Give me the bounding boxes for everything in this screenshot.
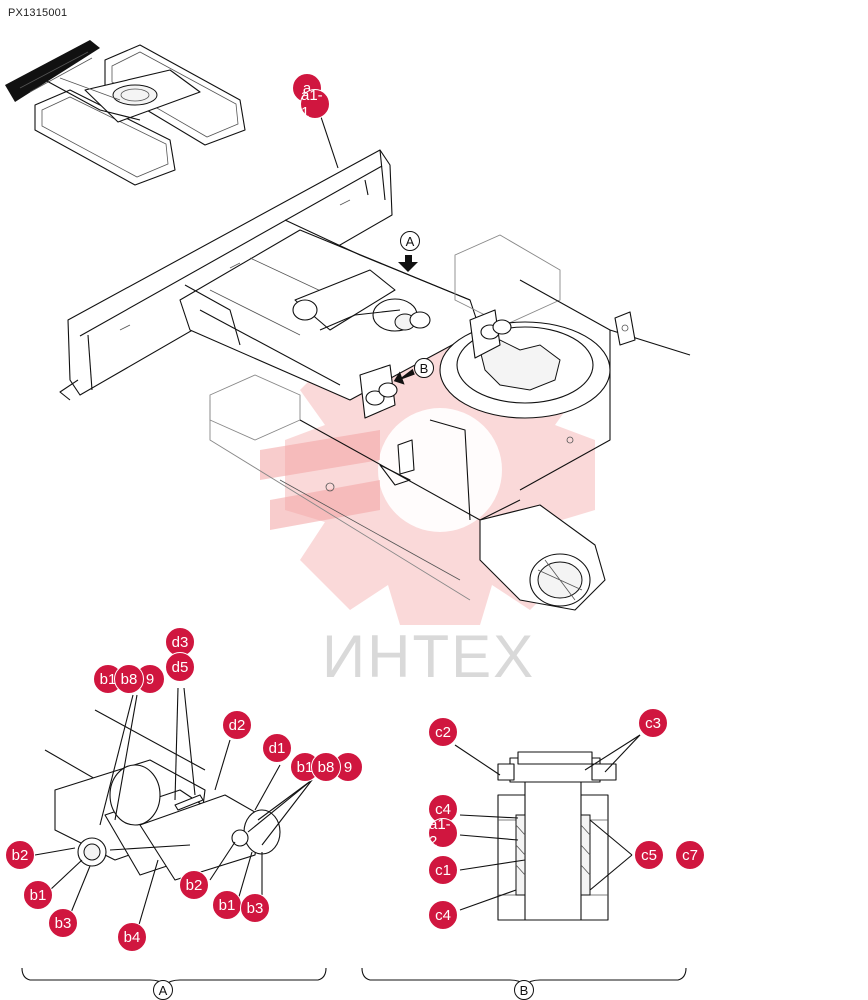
callout-c5[interactable]: c5 xyxy=(634,840,664,870)
callout-d1[interactable]: d1 xyxy=(262,733,292,763)
callout-b1-left[interactable]: b1 xyxy=(23,880,53,910)
callout-b4[interactable]: b4 xyxy=(117,922,147,952)
part-id-label: PX1315001 xyxy=(8,7,68,19)
blade-cylinder-main xyxy=(292,269,431,332)
callout-a1-1[interactable]: a1-1 xyxy=(300,87,330,121)
thumbnail-undercarriage xyxy=(5,40,246,186)
pivot-bracket-a xyxy=(469,309,512,359)
view-ref-a: A xyxy=(400,231,420,251)
callout-c1[interactable]: c1 xyxy=(428,855,458,885)
view-label-b: B xyxy=(514,980,534,1000)
callout-b2-right[interactable]: b2 xyxy=(179,870,209,900)
pivot-bracket-b xyxy=(359,364,398,419)
callout-c2[interactable]: c2 xyxy=(428,717,458,747)
track-idler xyxy=(479,504,606,611)
callout-b3-right[interactable]: b3 xyxy=(240,893,270,923)
view-ref-b: B xyxy=(414,358,434,378)
callout-c4-lower[interactable]: c4 xyxy=(428,900,458,930)
callout-b3-left[interactable]: b3 xyxy=(48,908,78,938)
callout-c4-upper[interactable]: c4 xyxy=(428,794,458,824)
callout-b8-right[interactable]: b8 xyxy=(311,752,341,782)
detail-view-a xyxy=(21,687,327,986)
watermark-text: ИНТЕХ xyxy=(322,623,536,690)
callout-b8-top[interactable]: b8 xyxy=(114,664,144,694)
callout-d5[interactable]: d5 xyxy=(165,652,195,682)
callout-d2[interactable]: d2 xyxy=(222,710,252,740)
callout-b2-left[interactable]: b2 xyxy=(5,840,35,870)
callout-c3[interactable]: c3 xyxy=(638,708,668,738)
detail-view-b xyxy=(361,734,687,986)
undercarriage-frame xyxy=(209,234,691,601)
side-bracket xyxy=(614,311,636,346)
callout-a1-2[interactable]: a1-2 xyxy=(428,816,458,850)
callout-b1-lower[interactable]: b1 xyxy=(212,890,242,920)
swing-bearing xyxy=(439,321,611,419)
view-label-a: A xyxy=(153,980,173,1000)
view-arrows xyxy=(393,255,418,385)
callout-c7[interactable]: c7 xyxy=(675,840,705,870)
lower-bracket xyxy=(379,439,415,486)
